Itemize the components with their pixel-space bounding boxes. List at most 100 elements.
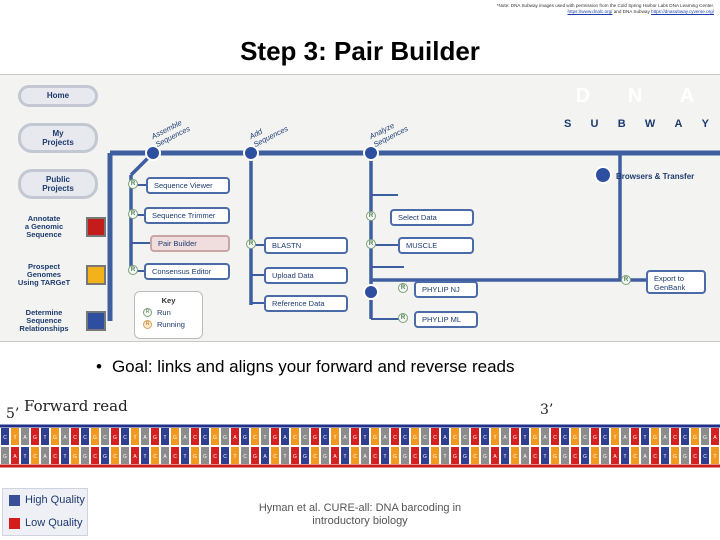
top-base-letter: C xyxy=(83,435,87,441)
top-base-bar xyxy=(241,428,249,445)
top-base-letter: G xyxy=(153,435,157,441)
annotate-color-square[interactable] xyxy=(86,217,106,237)
top-base-letter: A xyxy=(543,435,547,441)
top-base-bar xyxy=(491,428,499,445)
bottom-base-bar xyxy=(521,447,529,464)
top-base-bar xyxy=(131,428,139,445)
bottom-base-bar xyxy=(51,447,59,464)
logo-n-circle: N xyxy=(618,79,652,113)
logo-letter-u: U xyxy=(590,118,599,130)
credit-mid: and DNA Subway xyxy=(612,9,652,14)
phylip-ml-button[interactable]: PHYLIP ML xyxy=(414,311,478,328)
top-base-letter: C xyxy=(553,435,557,441)
top-base-letter: G xyxy=(413,435,417,441)
top-base-bar xyxy=(261,428,269,445)
muscle-button[interactable]: MUSCLE xyxy=(398,237,474,254)
bottom-base-letter: C xyxy=(273,454,277,460)
bottom-base-bar xyxy=(151,447,159,464)
top-base-letter: A xyxy=(343,435,347,441)
high-quality-label: High Quality xyxy=(25,494,85,506)
bottom-base-bar xyxy=(591,447,599,464)
top-base-bar xyxy=(51,428,59,445)
bottom-base-letter: C xyxy=(573,454,577,460)
top-base-letter: G xyxy=(53,435,57,441)
annotate-label-2: a Genomic xyxy=(24,222,64,231)
image-credit-note: *Note: DNA Subway images used with permi… xyxy=(414,3,714,15)
run-badge-phylip-nj: R xyxy=(398,283,408,293)
bottom-base-letter: C xyxy=(93,454,97,460)
public-projects-label-2: Projects xyxy=(42,184,74,193)
top-base-bar xyxy=(581,428,589,445)
phylip-nj-button[interactable]: PHYLIP NJ xyxy=(414,281,478,298)
bottom-base-letter: C xyxy=(593,454,597,460)
bottom-base-letter: C xyxy=(413,454,417,460)
public-projects-button[interactable]: Public Projects xyxy=(18,169,98,199)
bottom-base-bar xyxy=(61,447,69,464)
bottom-base-bar xyxy=(501,447,509,464)
sequence-viewer-button[interactable]: Sequence Viewer xyxy=(146,177,230,194)
determine-color-square[interactable] xyxy=(86,311,106,331)
my-projects-button[interactable]: My Projects xyxy=(18,123,98,153)
pair-builder-button[interactable]: Pair Builder xyxy=(150,235,230,252)
line-prospect-label[interactable]: Prospect Genomes Using TARGeT xyxy=(6,263,82,287)
bottom-base-bar xyxy=(491,447,499,464)
bottom-base-bar xyxy=(681,447,689,464)
top-base-letter: G xyxy=(353,435,357,441)
home-button[interactable]: Home xyxy=(18,85,98,107)
running-dot-icon: R xyxy=(143,320,152,329)
bottom-base-bar xyxy=(261,447,269,464)
top-base-bar xyxy=(411,428,419,445)
top-base-letter: G xyxy=(373,435,377,441)
bottom-base-bar xyxy=(131,447,139,464)
top-base-bar xyxy=(571,428,579,445)
top-base-bar xyxy=(711,428,719,445)
bottom-base-letter: G xyxy=(563,454,567,460)
line-determine-label[interactable]: Determine Sequence Relationships xyxy=(6,309,82,333)
blastn-button[interactable]: BLASTN xyxy=(264,237,348,254)
bottom-base-letter: G xyxy=(73,454,77,460)
select-data-button[interactable]: Select Data xyxy=(390,209,474,226)
credit-text: DNA Subway images used with permission f… xyxy=(510,3,714,8)
bottom-base-bar xyxy=(451,447,459,464)
top-base-letter: A xyxy=(503,435,507,441)
browsers-transfer-label[interactable]: Browsers & Transfer xyxy=(616,172,695,181)
top-base-bar xyxy=(661,428,669,445)
bottom-base-letter: G xyxy=(453,454,457,460)
bottom-base-bar xyxy=(441,447,449,464)
bottom-base-bar xyxy=(111,447,119,464)
bottom-base-bar xyxy=(531,447,539,464)
consensus-editor-button[interactable]: Consensus Editor xyxy=(144,263,230,280)
top-base-bar xyxy=(421,428,429,445)
run-badge-export: R xyxy=(621,275,631,285)
reference-data-button[interactable]: Reference Data xyxy=(264,295,348,312)
prospect-color-square[interactable] xyxy=(86,265,106,285)
top-base-bar xyxy=(461,428,469,445)
logo-a: A xyxy=(679,85,695,107)
sequence-trimmer-button[interactable]: Sequence Trimmer xyxy=(144,207,230,224)
top-base-letter: G xyxy=(633,435,637,441)
line-annotate-label[interactable]: Annotate a Genomic Sequence xyxy=(6,215,82,239)
upload-data-button[interactable]: Upload Data xyxy=(264,267,348,284)
credit-link-dnalc[interactable]: https://www.dnalc.org/ xyxy=(567,9,613,14)
export-genbank-button[interactable]: Export to GenBank xyxy=(646,270,706,294)
legend-high-quality: High Quality xyxy=(3,492,87,512)
run-badge-consensus: R xyxy=(128,265,138,275)
bottom-base-letter: G xyxy=(433,454,437,460)
top-base-letter: A xyxy=(383,435,387,441)
top-base-letter: C xyxy=(3,435,7,441)
top-base-letter: G xyxy=(313,435,317,441)
top-base-letter: T xyxy=(363,435,366,441)
run-badge-phylip-ml: R xyxy=(398,313,408,323)
top-base-bar xyxy=(281,428,289,445)
bottom-base-letter: G xyxy=(123,454,127,460)
key-running-label: Running xyxy=(157,320,185,329)
credit-link-subway[interactable]: https://dnasubway.cyverse.org/ xyxy=(651,9,714,14)
quality-legend: High Quality Low Quality xyxy=(2,488,88,536)
bottom-base-bar xyxy=(81,447,89,464)
forward-read-label: Forward read xyxy=(24,397,128,415)
top-base-bar xyxy=(361,428,369,445)
subway-map-lines xyxy=(107,145,720,321)
bottom-base-letter: G xyxy=(403,454,407,460)
bottom-base-bar xyxy=(471,447,479,464)
prospect-label-1: Prospect xyxy=(27,262,61,271)
